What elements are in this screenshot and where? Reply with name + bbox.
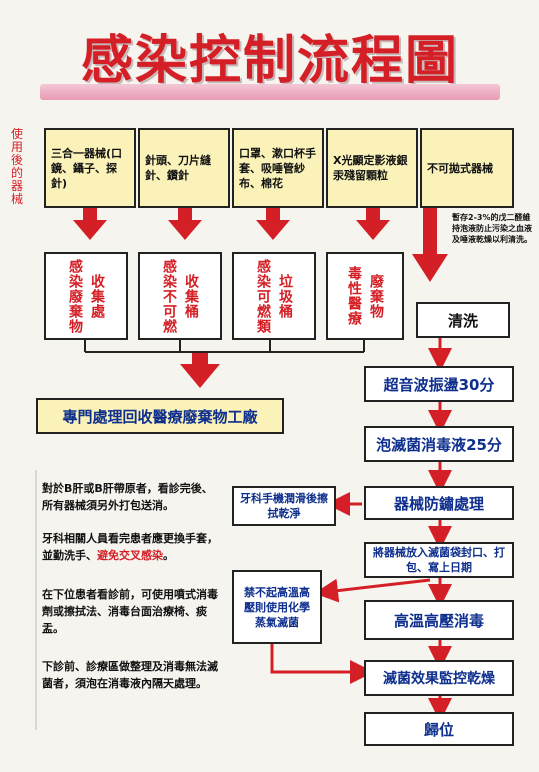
arrow-1 [73,206,107,240]
note-hepatitis: 對於B肝或B肝帶原者，看診完後、所有器械須另外打包送消。 [42,482,213,512]
bin-nonflammable: 感染不可燃 收集桶 [138,252,222,340]
arrow-2 [168,206,202,240]
step-autoclave: 高溫高壓消毒 [364,600,514,640]
step-disinfectant: 泡滅菌消毒液25分 [364,426,514,462]
bin-nonflammable-col1: 感染不可燃 [161,258,177,334]
step-return: 歸位 [364,712,514,746]
step-antirust: 器械防鏽處理 [364,486,514,520]
bin-infectious-col1: 感染廢棄物 [67,258,83,334]
chemical-vapor-box: 禁不起高溫高壓則使用化學蒸氣滅菌 [232,570,322,644]
bin-toxic-col1: 毒性醫療 [346,266,362,326]
arrow-3 [256,206,290,240]
waste-plant-box: 專門處理回收醫療廢棄物工廠 [36,398,284,434]
category-box-4: X光顯定影液銀 汞殘留顆粒 [326,128,418,208]
bin-flammable-col2: 垃圾桶 [277,273,293,319]
bin-toxic-col2: 廢棄物 [368,273,384,319]
note-gloves: 牙科相關人員看完患者應更換手套，並勤洗手、避免交叉感染。 [42,530,222,564]
arrow-5 [412,206,448,282]
note-disinfect: 在下位患者看診前，可使用噴式消毒劑或擦拭法、消毒台面治療椅、痰盂。 [42,588,218,635]
note-gloves-text: 牙科相關人員看完患者應更換手套，並勤洗手、 [42,532,218,562]
category-box-3: 口罩、漱口杯手套、吸唾管紗布、棉花 [232,128,324,208]
step-pack: 將器械放入滅菌袋封口、打包、寫上日期 [364,542,514,578]
bin-flammable-col1: 感染可燃類 [255,258,271,334]
step-ultrasonic: 超音波振盪30分 [364,366,514,402]
category-box-1: 三合一器械(口鏡、鑷子、探針) [44,128,136,208]
title-underline [40,84,500,100]
note-gloves-highlight: 避免交叉感染 [97,549,163,562]
bin-toxic: 毒性醫療 廢棄物 [326,252,404,340]
bin-flammable: 感染可燃類 垃圾桶 [232,252,316,340]
bin-infectious-col2: 收集處 [89,273,105,319]
side-label: 使用後的器械 [10,127,23,206]
step-monitor: 滅菌效果監控乾燥 [364,660,514,696]
bin-infectious: 感染廢棄物 收集處 [44,252,128,340]
page-title: 感染控制流程圖 [80,31,459,91]
flow-arrows [270,338,452,722]
arrow-4 [356,206,390,240]
category-box-2: 針頭、刀片縫針、鑽針 [138,128,230,208]
bin-nonflammable-col2: 收集桶 [183,273,199,319]
note-gloves-end: 。 [163,549,174,562]
handpiece-box: 牙科手機潤滑後擦拭乾淨 [232,486,336,526]
pretreat-note: 暫存2-3%的戊二醛維持泡液防止污染之血液及唾液乾燥以利清洗。 [452,213,532,244]
arrow-plant [180,352,220,388]
category-box-5: 不可拋式器械 [420,128,514,208]
step-wash: 清洗 [416,302,510,338]
note-endofday: 下診前、診療區做整理及消毒無法滅菌者，須泡在消毒液內隔天處理。 [42,660,218,690]
bins-bracket [84,338,365,353]
category-arrows [73,206,448,388]
